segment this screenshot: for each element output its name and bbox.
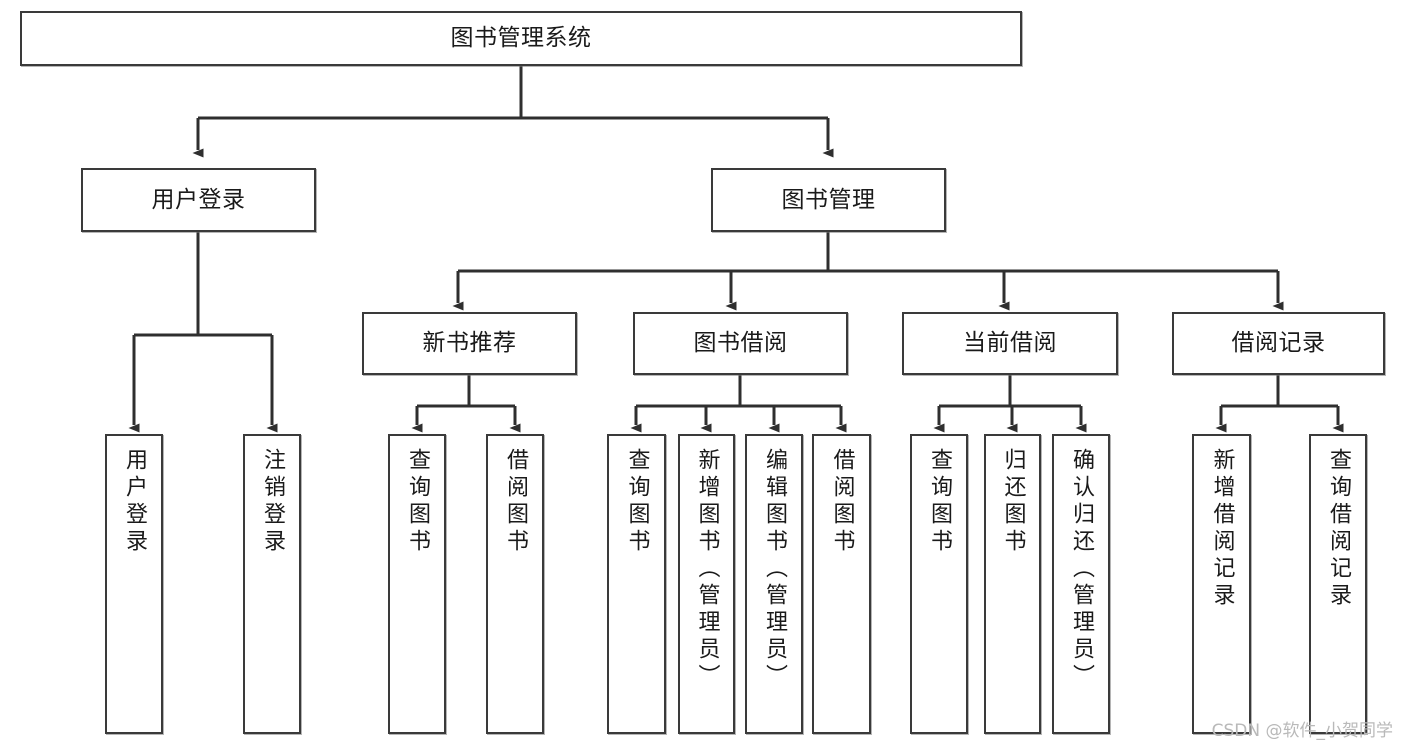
node-l-edit[interactable]: 编辑图书（管理员） [745, 434, 803, 734]
node-l-queryrec[interactable]: 查询借阅记录 [1309, 434, 1367, 734]
node-current[interactable]: 当前借阅 [902, 312, 1118, 375]
node-label-bookmgmt: 图书管理 [781, 186, 876, 213]
node-l-query1[interactable]: 查询图书 [388, 434, 446, 734]
node-login[interactable]: 用户登录 [81, 168, 316, 232]
node-root[interactable]: 图书管理系统 [20, 11, 1022, 66]
node-l-addrec[interactable]: 新增借阅记录 [1192, 434, 1251, 734]
node-label-l-addrec: 新增借阅记录 [1209, 448, 1235, 610]
node-l-borrow2[interactable]: 借阅图书 [812, 434, 871, 734]
node-label-l-add: 新增图书（管理员） [694, 448, 720, 691]
node-label-l-borrow1: 借阅图书 [503, 448, 528, 556]
node-label-borrow: 图书借阅 [693, 330, 788, 357]
node-label-l-logout: 注销登录 [260, 448, 285, 556]
node-label-l-query2: 查询图书 [624, 448, 650, 556]
node-label-records: 借阅记录 [1231, 330, 1326, 357]
node-l-login[interactable]: 用户登录 [105, 434, 163, 734]
node-l-logout[interactable]: 注销登录 [243, 434, 301, 734]
node-newbook[interactable]: 新书推荐 [362, 312, 577, 375]
node-label-l-confirm: 确认归还（管理员） [1069, 448, 1094, 691]
node-label-login: 用户登录 [151, 186, 246, 213]
node-label-l-edit: 编辑图书（管理员） [762, 448, 787, 691]
node-label-l-login: 用户登录 [122, 448, 147, 556]
node-label-l-query1: 查询图书 [405, 448, 430, 556]
node-label-l-queryrec: 查询借阅记录 [1326, 448, 1351, 610]
node-label-current: 当前借阅 [963, 330, 1057, 357]
node-l-confirm[interactable]: 确认归还（管理员） [1052, 434, 1110, 734]
node-l-add[interactable]: 新增图书（管理员） [678, 434, 735, 734]
node-l-query2[interactable]: 查询图书 [607, 434, 666, 734]
node-bookmgmt[interactable]: 图书管理 [711, 168, 946, 232]
node-borrow[interactable]: 图书借阅 [633, 312, 848, 375]
node-label-newbook: 新书推荐 [422, 330, 517, 357]
node-label-l-query3: 查询图书 [927, 448, 952, 556]
node-label-l-return: 归还图书 [1000, 448, 1026, 556]
node-l-borrow1[interactable]: 借阅图书 [486, 434, 544, 734]
node-records[interactable]: 借阅记录 [1172, 312, 1385, 375]
node-label-root: 图书管理系统 [450, 25, 592, 52]
node-label-l-borrow2: 借阅图书 [829, 448, 855, 556]
node-l-return[interactable]: 归还图书 [984, 434, 1041, 734]
node-l-query3[interactable]: 查询图书 [910, 434, 968, 734]
